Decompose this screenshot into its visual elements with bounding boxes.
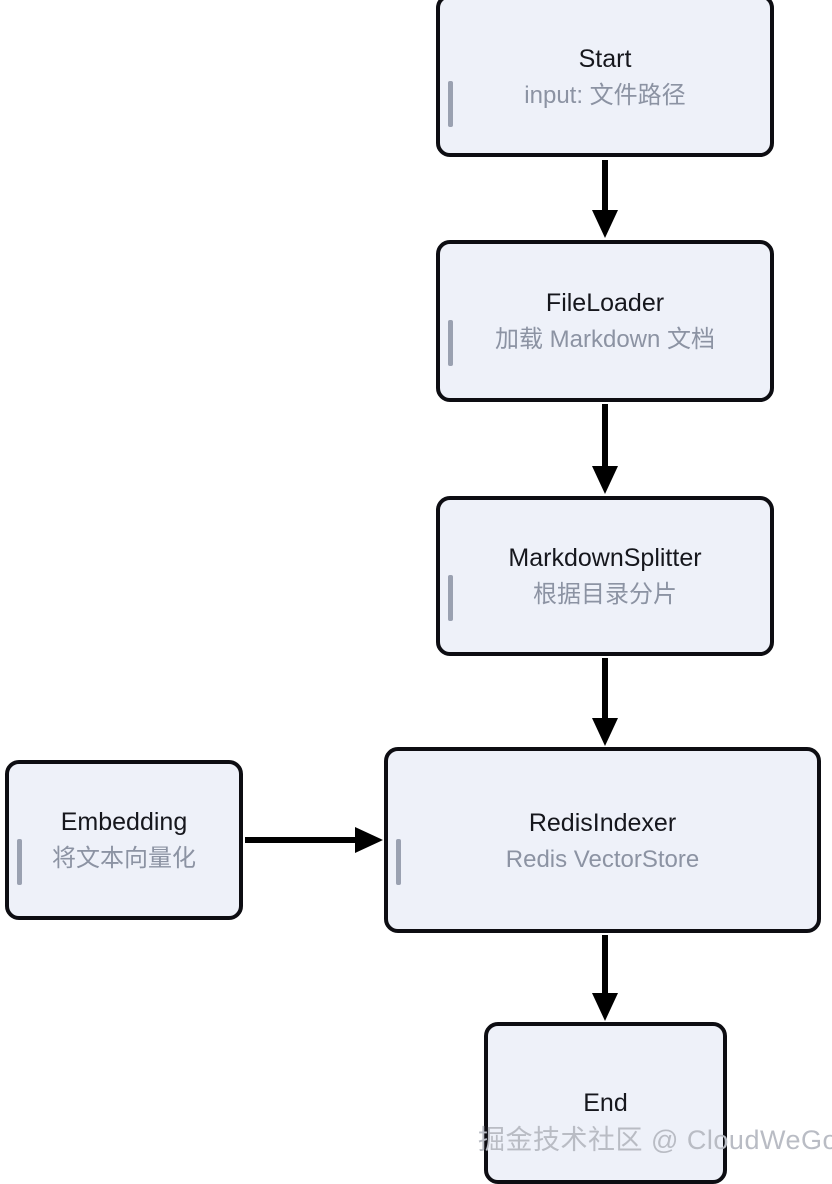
flow-node-subtitle: input: 文件路径 xyxy=(524,82,686,110)
flow-node-subtitle: 将文本向量化 xyxy=(52,844,196,872)
node-accent-bar xyxy=(17,839,22,885)
flow-node-subtitle: 加载 Markdown 文档 xyxy=(494,325,716,353)
flow-node-start[interactable]: Start input: 文件路径 xyxy=(436,0,774,157)
flow-node-subtitle: 根据目录分片 xyxy=(533,580,677,608)
flow-node-redisindexer[interactable]: RedisIndexer Redis VectorStore xyxy=(384,747,821,933)
flow-node-embedding[interactable]: Embedding 将文本向量化 xyxy=(5,760,243,920)
flow-node-title: MarkdownSplitter xyxy=(508,543,702,572)
edge-embedding-to-redisindexer xyxy=(245,824,385,856)
node-accent-bar xyxy=(448,320,453,366)
flow-node-title: Embedding xyxy=(60,807,188,836)
node-accent-bar xyxy=(396,839,401,885)
flow-node-title: RedisIndexer xyxy=(528,808,677,837)
node-accent-bar xyxy=(448,81,453,127)
edge-redisindexer-to-end xyxy=(589,935,621,1023)
flow-node-title: End xyxy=(583,1088,628,1117)
flow-node-end[interactable]: End xyxy=(484,1022,727,1184)
flow-node-fileloader[interactable]: FileLoader 加载 Markdown 文档 xyxy=(436,240,774,402)
edge-splitter-to-redisindexer xyxy=(589,658,621,748)
edge-start-to-fileloader xyxy=(589,160,621,240)
flow-node-subtitle: Redis VectorStore xyxy=(505,845,700,873)
flow-node-markdownsplitter[interactable]: MarkdownSplitter 根据目录分片 xyxy=(436,496,774,656)
flow-node-title: Start xyxy=(578,45,632,74)
flow-node-title: FileLoader xyxy=(545,288,665,317)
node-accent-bar xyxy=(448,575,453,621)
edge-fileloader-to-splitter xyxy=(589,404,621,496)
